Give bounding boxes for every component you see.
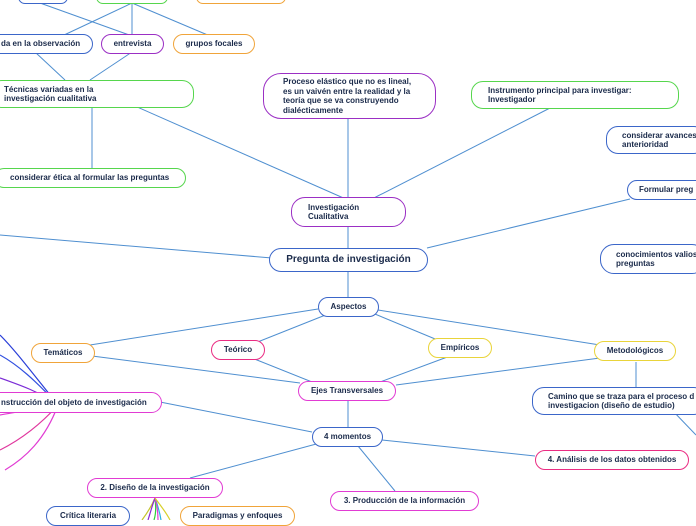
node-aspectos[interactable]: Aspectos [318, 297, 379, 317]
node-proceso-elastico-label: Proceso elástico que no es lineal, es un… [283, 77, 412, 115]
node-camino-traza[interactable]: Camino que se traza para el proceso d in… [532, 387, 696, 415]
node-produccion-informacion-label: 3. Producción de la información [343, 496, 466, 506]
top-node-blue[interactable] [18, 0, 68, 4]
node-analisis-datos[interactable]: 4. Análisis de los datos obtenidos [535, 450, 689, 470]
node-produccion-informacion[interactable]: 3. Producción de la información [330, 491, 479, 511]
node-metodologicos-label: Metodológicos [606, 346, 664, 356]
node-grupos-focales[interactable]: grupos focales [173, 34, 255, 54]
node-considerar-avances[interactable]: considerar avances anterioridad [606, 126, 696, 154]
node-investigacion-cualitativa[interactable]: Investigación Cualitativa [291, 197, 406, 227]
top-node-orange[interactable] [196, 0, 286, 4]
node-cuatro-momentos[interactable]: 4 momentos [312, 427, 383, 447]
node-grupos-focales-label: grupos focales [185, 39, 243, 49]
node-entrevista-label: entrevista [113, 39, 152, 49]
node-tematicos-label: Temáticos [43, 348, 83, 358]
node-ejes-transversales-label: Ejes Transversales [310, 386, 384, 396]
node-considerar-etica[interactable]: considerar ética al formular las pregunt… [0, 168, 186, 188]
node-analisis-datos-label: 4. Análisis de los datos obtenidos [547, 455, 677, 465]
node-proceso-elastico[interactable]: Proceso elástico que no es lineal, es un… [263, 73, 436, 119]
node-tecnicas-variadas-label: Técnicas variadas en la investigación cu… [4, 84, 97, 104]
node-construccion-objeto-label: nstrucción del objeto de investigación [1, 397, 147, 407]
top-node-green[interactable] [96, 0, 168, 4]
node-instrumento-principal[interactable]: Instrumento principal para investigar: I… [471, 81, 679, 109]
node-empiricos-label: Empíricos [440, 343, 480, 353]
node-construccion-objeto[interactable]: nstrucción del objeto de investigación [0, 392, 162, 413]
node-aspectos-label: Aspectos [330, 302, 367, 312]
node-teorico-label: Teórico [223, 345, 253, 355]
node-cuatro-momentos-label: 4 momentos [323, 432, 372, 442]
node-instrumento-principal-label: Instrumento principal para investigar: I… [488, 85, 632, 105]
node-entrevista[interactable]: entrevista [101, 34, 164, 54]
node-critica-literaria-label: Crítica literaria [59, 511, 117, 521]
node-considerar-etica-label: considerar ética al formular las pregunt… [10, 173, 170, 183]
node-conocimientos-valiosos[interactable]: conocimientos valios preguntas [600, 244, 696, 274]
node-basada-observacion-label: da en la observación [1, 39, 81, 49]
node-conocimientos-valiosos-label: conocimientos valios preguntas [616, 249, 696, 269]
node-diseno-investigacion[interactable]: 2. Diseño de la investigación [87, 478, 223, 498]
node-considerar-avances-label: considerar avances anterioridad [622, 130, 696, 150]
node-pregunta-investigacion-label: Pregunta de investigación [286, 254, 411, 266]
node-metodologicos[interactable]: Metodológicos [594, 341, 676, 361]
node-formular-preguntas[interactable]: Formular preg [627, 180, 696, 200]
node-tematicos[interactable]: Temáticos [31, 343, 95, 363]
node-camino-traza-label: Camino que se traza para el proceso d in… [548, 391, 695, 411]
node-paradigmas-enfoques[interactable]: Paradigmas y enfoques [180, 506, 295, 526]
node-paradigmas-enfoques-label: Paradigmas y enfoques [192, 511, 283, 521]
node-ejes-transversales[interactable]: Ejes Transversales [298, 381, 396, 401]
node-critica-literaria[interactable]: Crítica literaria [46, 506, 130, 526]
node-diseno-investigacion-label: 2. Diseño de la investigación [100, 483, 210, 493]
node-pregunta-investigacion[interactable]: Pregunta de investigación [269, 248, 428, 272]
node-formular-preguntas-label: Formular preg [639, 185, 694, 195]
node-empiricos[interactable]: Empíricos [428, 338, 492, 358]
node-tecnicas-variadas[interactable]: Técnicas variadas en la investigación cu… [0, 80, 194, 108]
node-teorico[interactable]: Teórico [211, 340, 265, 360]
node-basada-observacion[interactable]: da en la observación [0, 34, 93, 54]
node-investigacion-cualitativa-label: Investigación Cualitativa [308, 202, 360, 222]
